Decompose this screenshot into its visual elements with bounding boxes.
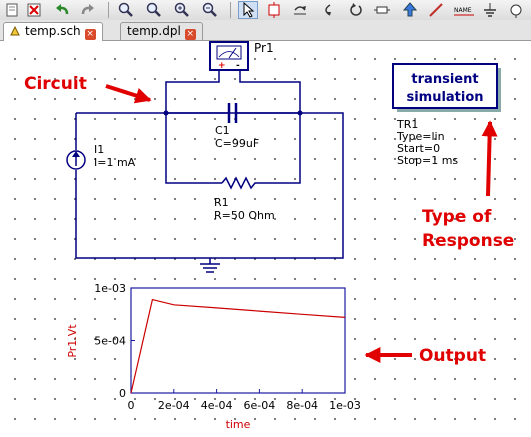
tab-temp-sch[interactable]: temp.sch× bbox=[3, 22, 103, 41]
tab-bar: temp.sch× temp.dpl× bbox=[0, 20, 531, 41]
component-icon[interactable] bbox=[264, 1, 284, 19]
close-file-icon[interactable] bbox=[24, 1, 44, 19]
x-tick-label: 6e-04 bbox=[244, 399, 276, 412]
voltage-probe[interactable]: + - Pr1 bbox=[209, 41, 274, 71]
x-tick-label: 8e-04 bbox=[286, 399, 318, 412]
toolbar: NAME bbox=[0, 0, 531, 21]
ground-icon[interactable] bbox=[480, 1, 500, 19]
zoom-in-icon[interactable] bbox=[172, 1, 192, 19]
probe-name: Pr1 bbox=[254, 41, 274, 55]
tab-label: temp.sch bbox=[25, 24, 81, 38]
annotation-output: Output bbox=[364, 346, 486, 366]
rotate-icon[interactable] bbox=[346, 1, 366, 19]
y-tick-label: 0 bbox=[119, 387, 126, 400]
graph-marks: 0 2e-04 4e-04 6e-04 8e-04 1e-03 0 5e-04 1e-03 bbox=[94, 282, 361, 412]
annotation-circuit: Circuit bbox=[24, 74, 152, 104]
document-icon[interactable] bbox=[2, 1, 22, 19]
close-tab-icon[interactable]: × bbox=[184, 29, 196, 40]
sim-block-line1: transient bbox=[411, 72, 478, 87]
output-graph[interactable]: Pr1.Vt time 0 2e-04 4e-04 6e-04 8e-04 1e-03 0 5… bbox=[66, 282, 361, 431]
redo-icon[interactable] bbox=[78, 1, 98, 19]
zoom-fit-icon[interactable] bbox=[116, 1, 136, 19]
x-tick-label: 4e-04 bbox=[201, 399, 233, 412]
annotation-type-of-response: Type of Response bbox=[422, 120, 514, 251]
resistor-name: R1 bbox=[214, 196, 229, 209]
y-tick-label: 1e-03 bbox=[94, 282, 126, 295]
name-icon[interactable]: NAME bbox=[452, 1, 476, 19]
resistor-r1[interactable]: R1 R=50 Ohm bbox=[214, 176, 275, 222]
wires bbox=[75, 70, 344, 264]
annotation-type-line2: Response bbox=[422, 231, 514, 251]
capacitor-c1[interactable]: C1 C=99uF bbox=[215, 103, 259, 150]
probe-minus-label: - bbox=[236, 61, 240, 71]
toolbar-separator bbox=[230, 2, 231, 18]
circuit-arrow bbox=[105, 84, 152, 104]
capacitor-value: C=99uF bbox=[215, 137, 259, 150]
mirror-x-icon[interactable] bbox=[290, 1, 310, 19]
response-arrow bbox=[481, 120, 498, 197]
x-tick-label: 1e-03 bbox=[329, 399, 361, 412]
transient-simulation-block[interactable]: transient simulation TR1 Type=lin Start=… bbox=[392, 63, 501, 167]
move-text-icon[interactable] bbox=[400, 1, 420, 19]
schematic-canvas[interactable]: + - Pr1 C1 C=99uF R1 R=50 Ohm I1 I=1 bbox=[0, 41, 531, 437]
zoom-out-icon[interactable] bbox=[200, 1, 220, 19]
annotation-circuit-label: Circuit bbox=[24, 74, 87, 94]
graph-x-label: time bbox=[226, 418, 251, 431]
zoom-icon[interactable] bbox=[144, 1, 164, 19]
graph-plot-area bbox=[130, 287, 346, 394]
sim-block-line2: simulation bbox=[406, 90, 483, 105]
close-tab-icon[interactable]: × bbox=[84, 29, 96, 40]
graph-series-line bbox=[130, 298, 346, 394]
sim-stop: Stop=1 ms bbox=[397, 154, 458, 167]
source-value: I=1 mA bbox=[94, 156, 136, 169]
undo-icon[interactable] bbox=[52, 1, 72, 19]
y-tick-label: 5e-04 bbox=[94, 335, 126, 348]
current-source-i1[interactable]: I1 I=1 mA bbox=[66, 143, 136, 170]
wire-junctions bbox=[163, 110, 303, 116]
sim-type: Type=lin bbox=[396, 130, 445, 143]
tab-temp-dpl[interactable]: temp.dpl× bbox=[120, 22, 203, 40]
mirror-y-icon[interactable] bbox=[316, 1, 336, 19]
sim-name: TR1 bbox=[396, 118, 418, 131]
ground-symbol[interactable] bbox=[200, 263, 220, 273]
x-tick-label: 2e-04 bbox=[158, 399, 190, 412]
source-name: I1 bbox=[94, 143, 104, 156]
capacitor-name: C1 bbox=[215, 124, 230, 137]
x-tick-label: 0 bbox=[128, 399, 135, 412]
annotation-output-label: Output bbox=[419, 346, 486, 366]
graph-y-label: Pr1.Vt bbox=[66, 324, 79, 358]
probe-plus-label: + bbox=[218, 61, 226, 71]
activate-icon[interactable] bbox=[372, 1, 392, 19]
tab-label: temp.dpl bbox=[127, 24, 181, 38]
annotation-type-line1: Type of bbox=[422, 207, 492, 227]
toolbar-separator bbox=[108, 2, 109, 18]
name-icon-label: NAME bbox=[454, 7, 472, 14]
sim-start: Start=0 bbox=[397, 142, 440, 155]
select-pointer-icon[interactable] bbox=[238, 1, 258, 19]
wire-icon[interactable] bbox=[426, 1, 446, 19]
port-icon[interactable] bbox=[506, 1, 526, 19]
resistor-value: R=50 Ohm bbox=[214, 209, 275, 222]
schematic-file-icon bbox=[10, 24, 21, 36]
